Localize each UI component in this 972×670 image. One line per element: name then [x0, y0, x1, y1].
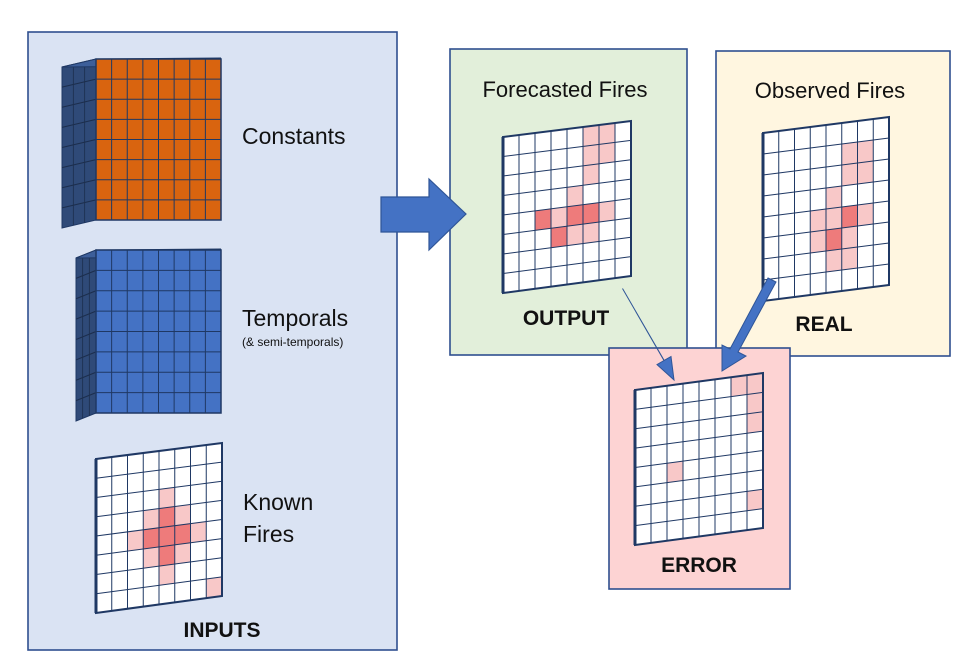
observed-grid — [761, 115, 890, 303]
fire-cell-light — [841, 247, 858, 270]
fire-cell-light — [857, 161, 874, 184]
fire-cell-light — [841, 163, 858, 186]
cube-side-line — [61, 139, 97, 148]
forecast-title: Forecasted Fires — [482, 77, 647, 102]
fire-cell-light — [731, 375, 747, 397]
fire-cell-light — [127, 529, 144, 552]
output-label: OUTPUT — [523, 307, 610, 330]
inputs-to-output-arrow — [380, 177, 467, 252]
error-grid — [633, 371, 764, 547]
cube-side-line — [61, 179, 97, 189]
grid-line — [502, 256, 632, 274]
grid-line — [762, 263, 890, 281]
cube-side-line — [75, 269, 97, 279]
cube-side-line — [61, 78, 97, 88]
fire-cell-light — [826, 249, 842, 272]
cube-side-line — [75, 331, 97, 340]
fire-cell-light — [174, 542, 191, 564]
real-label: REAL — [795, 313, 852, 336]
error-label: ERROR — [661, 554, 737, 577]
fire-cell-light — [583, 144, 599, 166]
fire-cell-light — [567, 224, 583, 246]
cube-side-line — [61, 98, 97, 108]
grid-line — [502, 198, 632, 216]
constants-label: Constants — [242, 123, 346, 149]
known-fires-grid — [94, 441, 223, 615]
known-fires-label-line1: Known — [243, 489, 313, 515]
fire-cell-light — [143, 546, 159, 569]
fire-cell-light — [551, 206, 567, 229]
fire-cell-light — [841, 142, 858, 165]
grid-line — [634, 450, 764, 468]
fire-cell-light — [747, 392, 763, 414]
fire-cell-light — [841, 226, 858, 249]
fire-cell-dark — [143, 527, 159, 549]
grid-line — [502, 217, 632, 235]
fire-cell-light — [190, 521, 207, 543]
cube-side-line — [61, 159, 97, 169]
fire-cell-light — [857, 203, 874, 226]
fire-cell-dark — [159, 506, 175, 528]
cube-side-line — [75, 290, 97, 300]
temporals-cube — [75, 248, 222, 422]
fire-cell-light — [206, 576, 222, 599]
grid-line — [634, 488, 764, 507]
grid-line — [95, 557, 223, 575]
fire-cell-dark — [583, 202, 599, 225]
cube-side-line — [61, 118, 97, 128]
fire-cell-light — [747, 489, 763, 511]
output-to-error-arrow — [622, 288, 675, 382]
temporals-sublabel: (& semi-temporals) — [242, 335, 343, 349]
fire-cell-light — [599, 142, 615, 164]
grid-line — [502, 236, 632, 255]
fire-cell-light — [826, 207, 842, 230]
fire-cell-light — [583, 163, 599, 186]
observed-title: Observed Fires — [755, 78, 905, 103]
fire-cell-light — [857, 140, 874, 163]
fire-cell-light — [599, 123, 615, 145]
grid-line — [95, 538, 223, 556]
fire-cell-dark — [841, 205, 858, 228]
fire-cell-light — [667, 461, 683, 483]
inputs-title: INPUTS — [183, 619, 260, 642]
fire-cell-dark — [567, 204, 583, 227]
grid-line — [95, 519, 223, 537]
forecast-grid — [501, 119, 632, 295]
fire-cell-light — [826, 186, 842, 209]
fire-cell-light — [159, 564, 175, 586]
fire-cell-dark — [551, 226, 567, 248]
fire-cell-light — [747, 411, 763, 434]
fire-cell-light — [747, 373, 763, 395]
fire-cell-light — [143, 508, 159, 530]
grid-line — [762, 242, 890, 260]
fire-cell-light — [174, 504, 191, 526]
fire-cell-light — [810, 230, 826, 253]
grid-line — [634, 508, 764, 527]
fire-cell-light — [159, 487, 175, 509]
fire-cell-dark — [826, 228, 842, 251]
cube-side-line — [75, 351, 97, 361]
temporals-label: Temporals — [242, 305, 348, 331]
fire-cell-light — [599, 200, 615, 222]
fire-cell-light — [583, 222, 599, 244]
cube-side-line — [75, 392, 97, 402]
fire-cell-dark — [159, 544, 175, 567]
fire-cell-dark — [535, 208, 551, 231]
real-to-error-arrow — [721, 277, 777, 372]
cube-side-line — [75, 310, 97, 320]
grid-line — [762, 200, 890, 218]
fire-cell-dark — [174, 523, 191, 545]
fire-cell-light — [583, 125, 599, 147]
known-fires-label-line2: Fires — [243, 521, 294, 547]
constants-cube — [61, 57, 222, 229]
grid-line — [762, 221, 890, 239]
fire-cell-light — [810, 209, 826, 232]
fire-cell-light — [567, 185, 583, 207]
cube-side-line — [61, 199, 97, 209]
cube-side-line — [75, 371, 97, 381]
fire-cell-dark — [159, 525, 175, 547]
grid-line — [634, 469, 764, 488]
grid-line — [95, 576, 223, 595]
